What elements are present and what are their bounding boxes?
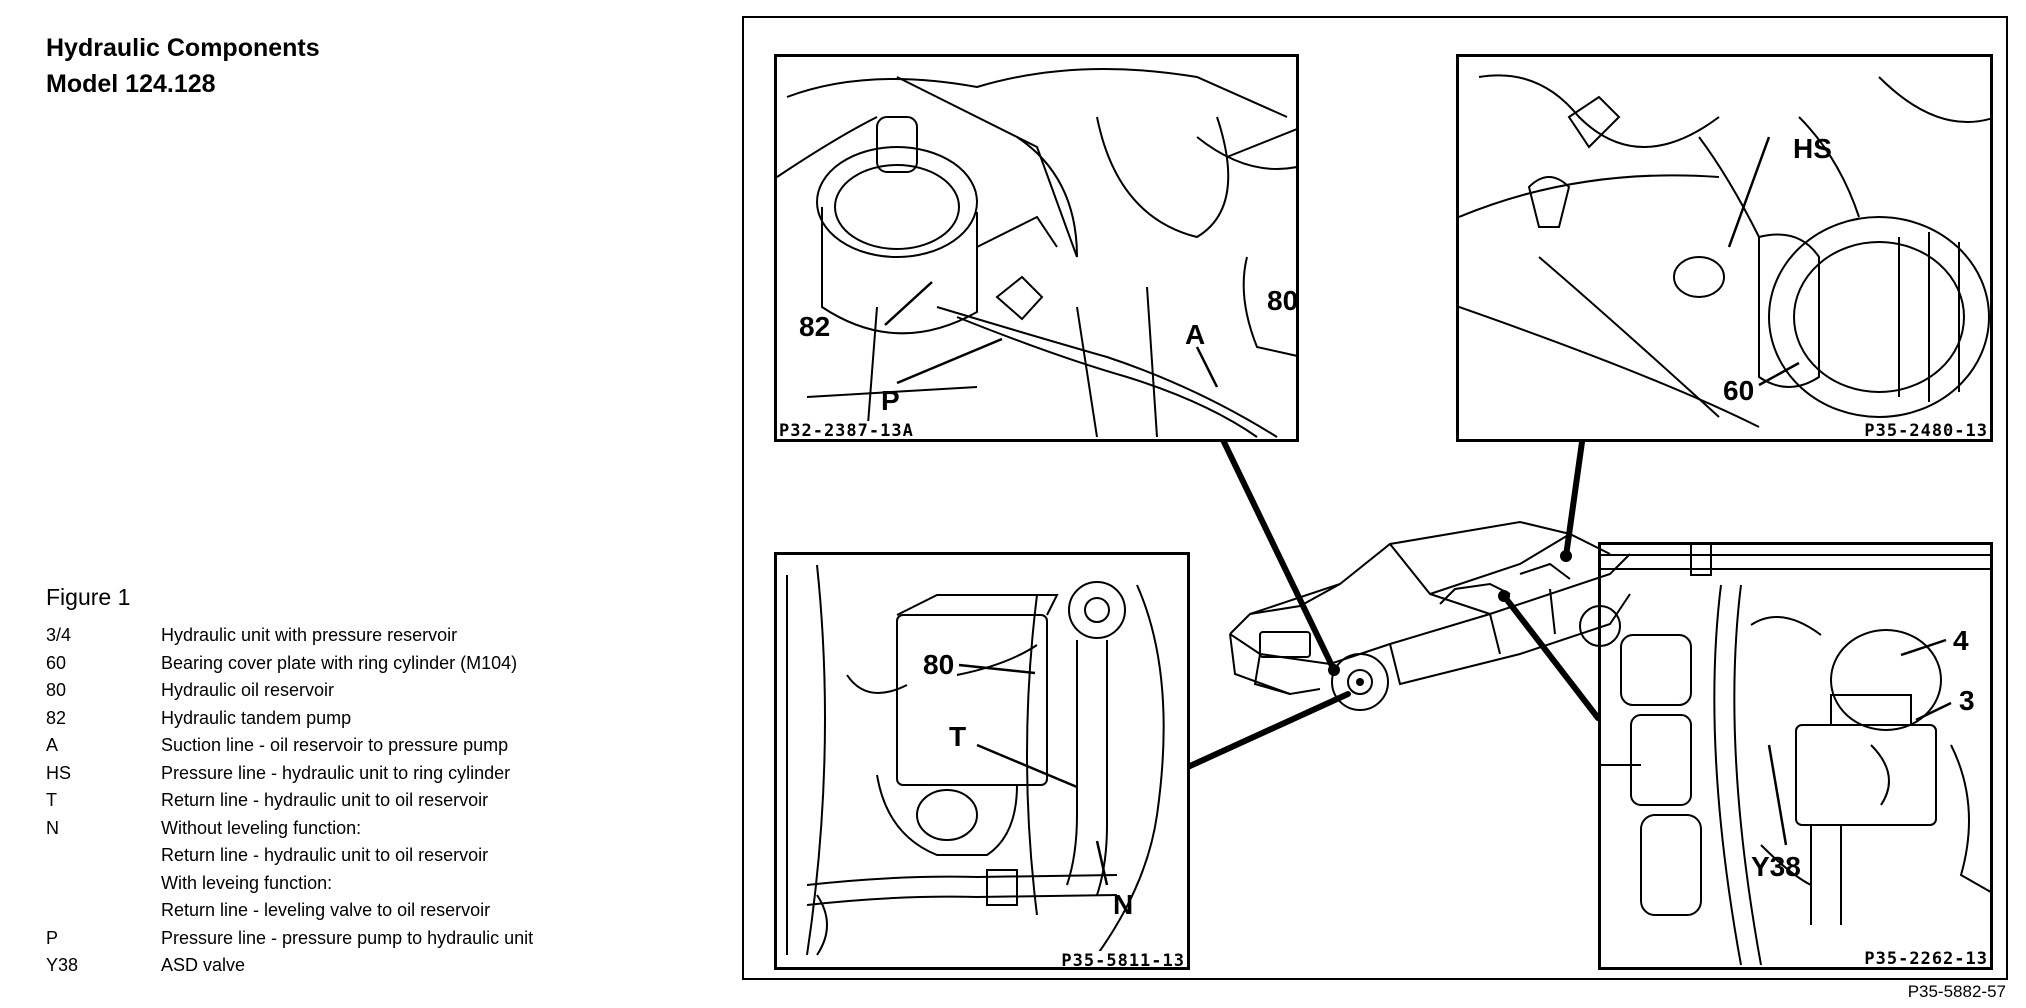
legend-code	[46, 897, 161, 925]
callout-T: T	[949, 721, 967, 752]
panel-asd-valve: 4 3 Y38 P35-2262-13	[1598, 542, 1993, 970]
legend-row: Return line - hydraulic unit to oil rese…	[46, 842, 533, 870]
panel-ring-cylinder: HS 60 P35-2480-13	[1456, 54, 1993, 442]
legend: 3/4 Hydraulic unit with pressure reservoi…	[46, 622, 533, 980]
callout-P: P	[881, 385, 900, 416]
legend-text: Bearing cover plate with ring cylinder (…	[161, 652, 518, 673]
asd-valve-illustration	[1601, 545, 1990, 966]
legend-text: Pressure line - hydraulic unit to ring c…	[161, 762, 511, 783]
figure-code: P35-5882-57	[1907, 982, 2006, 1001]
legend-code: 80	[46, 680, 67, 700]
callout-82: 82	[799, 311, 831, 342]
legend-text: Return line - hydraulic unit to oil rese…	[161, 845, 489, 865]
diagram-frame: 82 80 A P P32-2387-13A	[742, 16, 2008, 980]
panel-code: P32-2387-13A	[779, 421, 914, 441]
callout-4: 4	[1953, 625, 1969, 656]
legend-code: 3/4	[46, 625, 72, 645]
pump-reservoir-illustration	[777, 68, 1296, 438]
panel-code: P35-5811-13	[1061, 951, 1185, 970]
ring-cylinder-illustration	[1459, 74, 1990, 428]
panel-code: P35-2262-13	[1864, 949, 1988, 969]
legend-row: Y38 ASD valve	[46, 952, 533, 980]
legend-row: HS Pressure line - hydraulic unit to ring…	[46, 760, 533, 788]
panel-pump-reservoir: 82 80 A P P32-2387-13A	[774, 54, 1299, 442]
legend-row: P Pressure line - pressure pump to hydrau…	[46, 925, 533, 953]
callout-80: 80	[923, 649, 955, 680]
legend-code	[46, 870, 161, 898]
car-illustration	[1229, 520, 1631, 711]
legend-row: N Without leveling function:	[46, 815, 533, 843]
legend-code: Y38	[46, 955, 79, 975]
legend-text: Return line - leveling valve to oil rese…	[161, 900, 491, 920]
legend-text: Return line - hydraulic unit to oil rese…	[161, 790, 489, 810]
legend-code: T	[46, 790, 57, 810]
page-title: Hydraulic Components	[46, 34, 320, 62]
figure-label: Figure 1	[46, 584, 131, 610]
panel-code: P35-2480-13	[1864, 421, 1988, 441]
callout-80: 80	[1267, 285, 1299, 316]
legend-code: 82	[46, 707, 67, 728]
legend-text: Without leveling function:	[161, 817, 362, 838]
legend-row: 3/4 Hydraulic unit with pressure reservoi…	[46, 622, 533, 650]
oil-reservoir-illustration	[786, 564, 1165, 956]
callout-60: 60	[1723, 375, 1755, 406]
legend-code: P	[46, 927, 59, 948]
legend-code: 60	[46, 652, 67, 673]
legend-text: Hydraulic unit with pressure reservoir	[161, 625, 458, 645]
panel-oil-reservoir: 80 T N P35-5811-13	[774, 552, 1190, 970]
callout-3: 3	[1959, 685, 1975, 716]
legend-code	[46, 842, 161, 870]
legend-text: Hydraulic tandem pump	[161, 707, 352, 728]
legend-row: With leveing function:	[46, 870, 533, 898]
legend-row: T Return line - hydraulic unit to oil res…	[46, 787, 533, 815]
legend-row: 80 Hydraulic oil reservoir	[46, 677, 533, 705]
legend-text: Suction line - oil reservoir to pressure…	[161, 735, 509, 755]
legend-row: 60 Bearing cover plate with ring cylinder…	[46, 650, 533, 678]
callout-A: A	[1185, 319, 1206, 350]
callout-Y38: Y38	[1751, 851, 1801, 882]
legend-row: Return line - leveling valve to oil rese…	[46, 897, 533, 925]
legend-row: 82 Hydraulic tandem pump	[46, 705, 533, 733]
legend-code: HS	[46, 762, 72, 783]
legend-row: A Suction line - oil reservoir to pressur…	[46, 732, 533, 760]
legend-text: Hydraulic oil reservoir	[161, 680, 335, 700]
legend-text: ASD valve	[161, 955, 246, 975]
model-subtitle: Model 124.128	[46, 70, 216, 98]
legend-text: Pressure line - pressure pump to hydraul…	[161, 927, 534, 948]
legend-code: A	[46, 735, 59, 755]
callout-N: N	[1113, 889, 1134, 920]
legend-code: N	[46, 817, 59, 838]
legend-text: With leveing function:	[161, 872, 333, 893]
callout-HS: HS	[1793, 133, 1832, 164]
